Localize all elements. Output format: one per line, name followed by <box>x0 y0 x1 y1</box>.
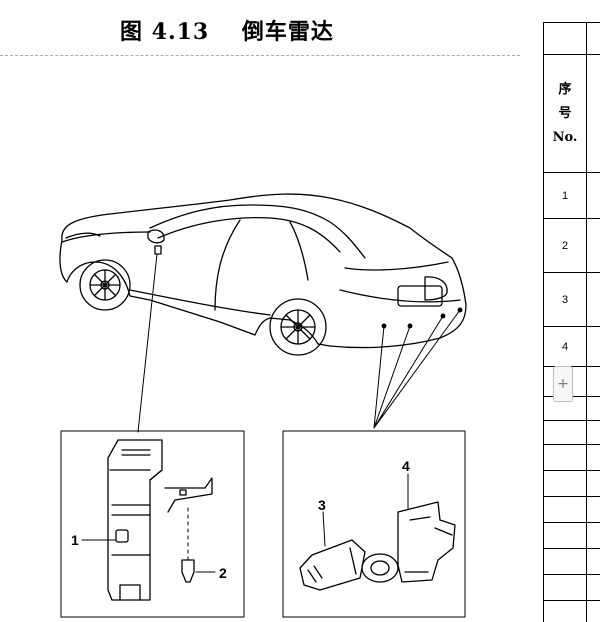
detail-box-sensor <box>282 430 466 618</box>
control-module-details <box>109 469 163 601</box>
rear-wheel-spokes <box>280 309 316 345</box>
table-row <box>544 445 600 471</box>
sensor-bracket-details <box>404 516 453 573</box>
leader-line-module <box>137 253 158 433</box>
callout-label-2: 2 <box>219 565 227 581</box>
car-roof <box>149 204 366 259</box>
sensor-head <box>361 553 399 583</box>
license-plate <box>397 285 443 307</box>
car-window-line <box>157 217 341 253</box>
table-column-divider <box>586 23 587 622</box>
row-number: 2 <box>561 239 569 252</box>
figure-caption: 倒车雷达 <box>241 19 334 45</box>
callout-line-3 <box>322 511 326 547</box>
table-row: 3 <box>544 273 600 327</box>
detail-box-control-module <box>60 430 245 618</box>
door-line-rear <box>289 221 309 281</box>
table-row <box>544 523 600 549</box>
door-line-front <box>214 219 241 311</box>
bracket-hole <box>179 489 187 496</box>
front-wheel-spokes <box>89 269 121 301</box>
table-row <box>544 471 600 497</box>
control-module-body <box>107 439 163 601</box>
table-row: 1 <box>544 173 600 219</box>
rear-wheel-tire <box>269 298 327 356</box>
figure-number: 图 4.13 <box>120 19 210 45</box>
table-row <box>544 397 600 421</box>
body-sideline <box>129 289 271 316</box>
header-no: No. <box>552 130 578 145</box>
header-divider <box>0 55 520 56</box>
header-hao: 号 <box>558 106 572 121</box>
page-title: 图 4.13 倒车雷达 <box>120 14 420 46</box>
table-row <box>544 497 600 523</box>
side-mirror <box>147 229 165 244</box>
leader-lines-sensors <box>373 309 461 429</box>
control-module-connector <box>115 529 129 543</box>
callout-label-3: 3 <box>318 497 326 513</box>
table-row <box>544 421 600 445</box>
callout-label-4: 4 <box>402 458 410 474</box>
bolt-screw <box>181 559 195 583</box>
mirror-sensor-module <box>154 245 162 255</box>
front-wheel-tire <box>79 259 131 311</box>
expand-table-button[interactable]: + <box>553 366 573 402</box>
control-module-stripes <box>121 449 151 456</box>
rear-light <box>424 276 448 301</box>
table-header-row: 序 号 No. <box>544 55 600 173</box>
row-number: 3 <box>561 293 569 306</box>
header-xu: 序 <box>558 82 572 97</box>
table-row <box>544 575 600 601</box>
sensor-connector <box>299 539 366 591</box>
table-row: 2 <box>544 219 600 273</box>
headlight <box>65 232 101 239</box>
bumper-line <box>339 289 461 303</box>
callout-label-1: 1 <box>71 532 79 548</box>
row-number: 4 <box>561 340 569 353</box>
parts-table: 序 号 No. 1 2 3 4 <box>543 22 600 622</box>
car-body-outline <box>59 193 467 349</box>
sensor-connector-ribs <box>307 547 357 583</box>
table-header-cell: 序 号 No. <box>544 55 586 173</box>
sensor-head-face <box>370 560 390 576</box>
table-top-row <box>544 23 600 55</box>
trunk-outline <box>344 261 449 271</box>
row-number: 1 <box>561 189 569 202</box>
table-row: 4 <box>544 327 600 367</box>
car-hood <box>61 231 151 243</box>
table-row <box>544 549 600 575</box>
sensor-bracket <box>397 501 456 583</box>
mounting-bracket <box>164 477 213 513</box>
